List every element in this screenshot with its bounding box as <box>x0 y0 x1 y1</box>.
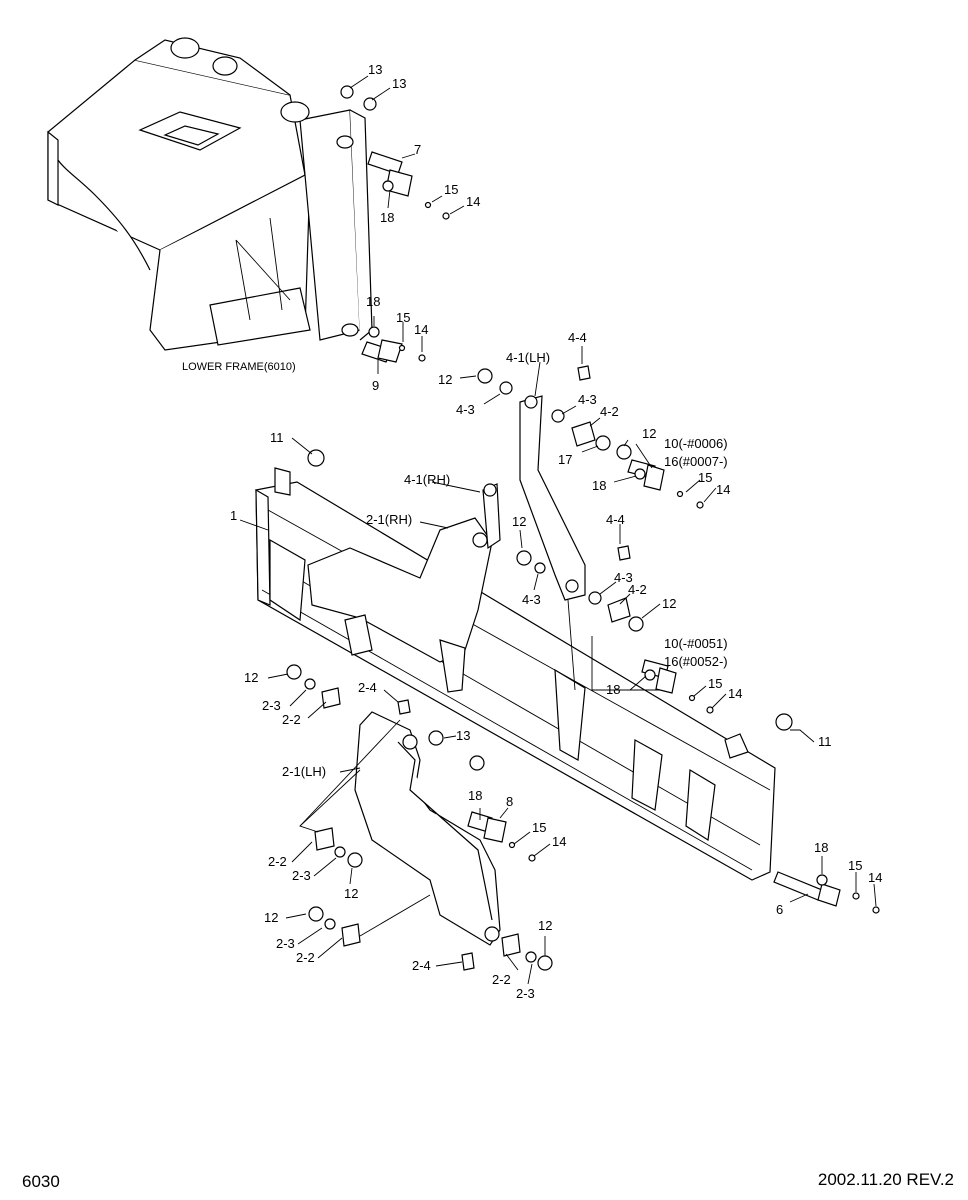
part-label: 2-3 <box>516 986 535 1001</box>
part-label: 2-4 <box>412 958 431 973</box>
part-label: 18 <box>380 210 394 225</box>
part-label: 7 <box>414 142 421 157</box>
revision-date: 2002.11.20 REV.2 <box>817 1170 954 1189</box>
part-label: 2-1(LH) <box>282 764 326 779</box>
arm-lh-drawing <box>354 711 501 946</box>
link-lh-hardware-drawing <box>307 365 793 731</box>
part-label: 12 <box>244 670 258 685</box>
lower-frame-drawing <box>47 37 373 351</box>
part-label: 16(#0007-) <box>664 454 728 469</box>
part-label: 13 <box>456 728 470 743</box>
link-rh-drawing <box>482 483 501 550</box>
part-label: 15 <box>396 310 410 325</box>
part-label: 18 <box>468 788 482 803</box>
part-label: 2-2 <box>282 712 301 727</box>
part-label: 14 <box>728 686 742 701</box>
part-label: 12 <box>438 372 452 387</box>
part-label: 2-2 <box>296 950 315 965</box>
part-label: 17 <box>558 452 572 467</box>
part-label: 2-2 <box>492 972 511 987</box>
part-label: 18 <box>366 294 380 309</box>
part-label: 4-1(LH) <box>506 350 550 365</box>
part-label: 14 <box>552 834 566 849</box>
part-label: 15 <box>532 820 546 835</box>
part-label: 13 <box>368 62 382 77</box>
part-label: 12 <box>662 596 676 611</box>
part-label: 18 <box>606 682 620 697</box>
part-label: 18 <box>592 478 606 493</box>
part-label: 12 <box>642 426 656 441</box>
part-label: 12 <box>512 514 526 529</box>
part-label: 10(-#0006) <box>664 436 728 451</box>
part-label: 11 <box>818 734 832 749</box>
part-label: 14 <box>414 322 428 337</box>
part-label: 18 <box>814 840 828 855</box>
part-label: 14 <box>466 194 480 209</box>
part-label: 15 <box>698 470 712 485</box>
blade-drawing <box>255 467 776 881</box>
part-label: 13 <box>392 76 406 91</box>
part-label: 9 <box>372 378 379 393</box>
part-label: 2-4 <box>358 680 377 695</box>
arm-lh-hardware-drawing <box>286 664 553 971</box>
part-label: 6 <box>776 902 783 917</box>
part-label: 8 <box>506 794 513 809</box>
part-label: 4-4 <box>606 512 625 527</box>
part-label: 2-1(RH) <box>366 512 412 527</box>
part-label: 16(#0052-) <box>664 654 728 669</box>
part-label: 11 <box>270 430 284 445</box>
part-label: 4-2 <box>628 582 647 597</box>
pin-7-drawing <box>340 85 450 220</box>
part-label: 4-2 <box>600 404 619 419</box>
page-number: 6030 <box>22 1172 60 1191</box>
part-label: 4-4 <box>568 330 587 345</box>
part-label: 2-2 <box>268 854 287 869</box>
part-label: 12 <box>344 886 358 901</box>
leader-lines <box>239 75 877 985</box>
part-label: 4-3 <box>614 570 633 585</box>
part-label: 12 <box>538 918 552 933</box>
lower-frame-label: LOWER FRAME(6010) <box>182 361 296 373</box>
part-label: 2-3 <box>262 698 281 713</box>
part-label: 15 <box>444 182 458 197</box>
part-label: 4-3 <box>578 392 597 407</box>
part-label: 15 <box>848 858 862 873</box>
part-label: 1 <box>230 508 237 523</box>
part-label: 12 <box>264 910 278 925</box>
part-label: 4-1(RH) <box>404 472 450 487</box>
part-labels: 13 13 7 15 14 18 18 15 14 9 4-4 4-1(LH) … <box>182 62 882 1001</box>
arm-rh-drawing <box>307 517 493 693</box>
part-label: 4-3 <box>522 592 541 607</box>
pin-6-drawing <box>773 871 880 914</box>
part-label: 14 <box>716 482 730 497</box>
part-label: 10(-#0051) <box>664 636 728 651</box>
pin-9-drawing <box>361 326 426 363</box>
link-lh-drawing <box>519 395 586 691</box>
part-label: 2-3 <box>276 936 295 951</box>
part-label: 15 <box>708 676 722 691</box>
part-label: 2-3 <box>292 868 311 883</box>
part-label: 4-3 <box>456 402 475 417</box>
part-label: 14 <box>868 870 882 885</box>
